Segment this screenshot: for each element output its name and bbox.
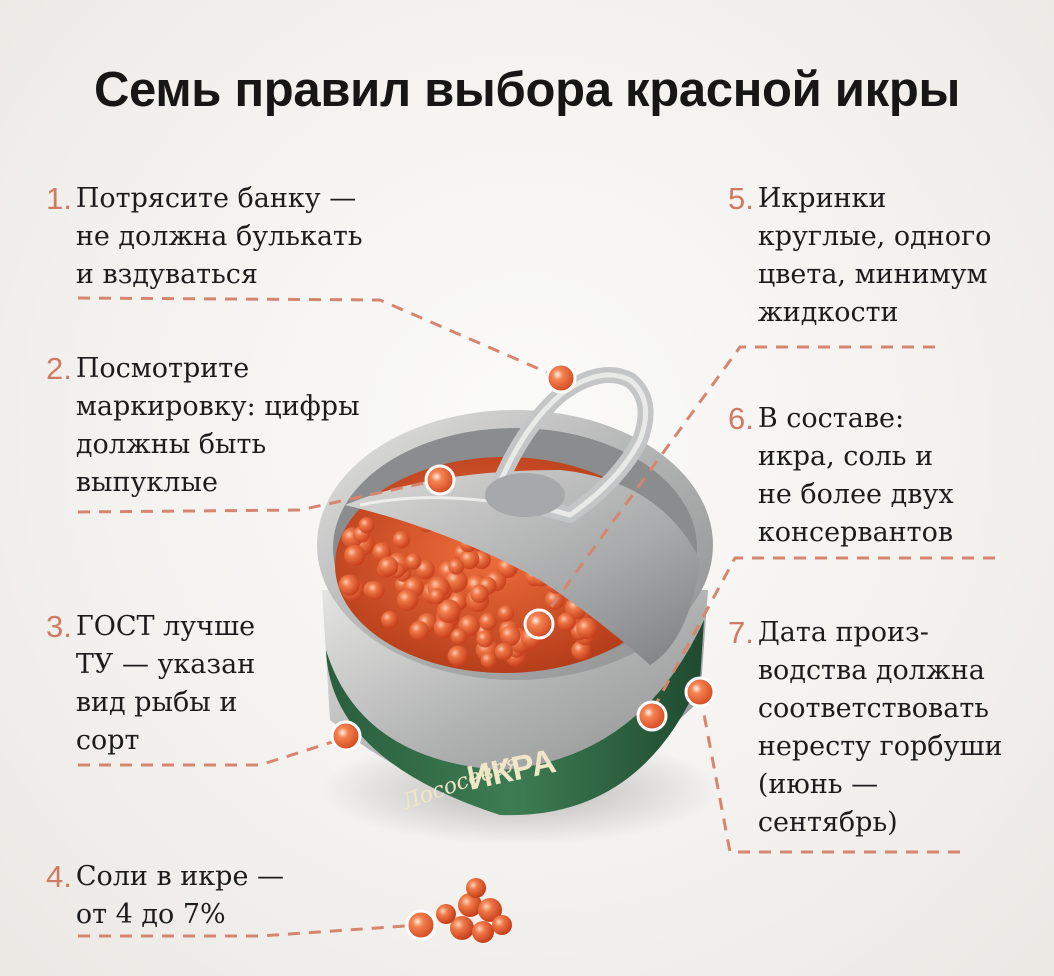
caviar-egg: [436, 599, 461, 624]
caviar-egg: [447, 645, 469, 667]
rule-text: Посмотрите маркировку: цифры должны быть…: [75, 353, 360, 498]
rule-2: 2. Посмотрите маркировку: цифры должны б…: [46, 350, 360, 502]
caviar-egg: [338, 574, 360, 596]
caviar-egg: [358, 517, 375, 534]
rule-number: 2.: [46, 351, 72, 386]
caviar-egg: [380, 610, 399, 629]
rule-text: Икринки круглые, одного цвета, минимум ж…: [757, 183, 992, 328]
caviar-egg: [409, 620, 429, 641]
connector-7: [698, 692, 960, 854]
rule-7: 7. Дата произ- водства должна соответств…: [728, 614, 1003, 842]
rule-number: 6.: [728, 401, 754, 436]
page-title: Семь правил выбора красной икры: [93, 63, 961, 117]
connector-6: [648, 556, 995, 716]
caviar-egg: [476, 630, 494, 648]
marker-dots: [330, 362, 716, 941]
rule-text: ГОСТ лучше ТУ — указан вид рыбы и сорт: [75, 611, 256, 756]
rule-6: 6. В составе: икра, соль и не более двух…: [728, 400, 954, 552]
marker-dot-2: [424, 464, 456, 496]
caviar-egg: [428, 588, 445, 605]
caviar-egg: [571, 640, 591, 661]
marker-dot-3: [330, 720, 362, 752]
caviar-egg: [366, 581, 385, 600]
connector-1: [77, 296, 561, 380]
rule-text: Соли в икре — от 4 до 7%: [75, 861, 285, 930]
caviar-egg: [392, 531, 410, 549]
connector-3: [78, 736, 346, 767]
rule-text: Потрясите банку — не должна булькать и в…: [75, 183, 363, 290]
caviar-egg: [448, 558, 465, 575]
caviar-egg: [576, 617, 598, 640]
rule-number: 3.: [46, 609, 72, 644]
rule-text: Дата произ- водства должна соответствова…: [757, 617, 1003, 838]
caviar-egg: [459, 549, 480, 570]
rule-number: 4.: [46, 859, 72, 894]
marker-dot-4: [405, 909, 437, 941]
caviar-egg: [470, 584, 489, 604]
caviar-egg: [557, 612, 576, 631]
caviar-egg: [378, 556, 399, 577]
marker-dot-6: [636, 700, 668, 732]
rule-number: 1.: [46, 181, 72, 216]
rule-text: В составе: икра, соль и не более двух ко…: [757, 403, 954, 548]
rule-3: 3. ГОСТ лучше ТУ — указан вид рыбы и сор…: [46, 608, 255, 760]
rule-1: 1. Потрясите банку — не должна булькать …: [46, 180, 363, 294]
loose-eggs: [436, 878, 512, 943]
marker-dot-1: [545, 362, 577, 394]
can-lid: [345, 470, 700, 665]
caviar-egg: [497, 605, 515, 622]
marker-dot-5: [523, 608, 555, 640]
caviar-egg: [344, 544, 366, 567]
marker-dot-7: [684, 676, 716, 708]
caviar-egg: [480, 652, 497, 669]
caviar-egg: [450, 628, 468, 645]
rule-number: 5.: [728, 181, 754, 216]
rule-4: 4. Соли в икре — от 4 до 7%: [46, 858, 284, 934]
connector-2: [77, 478, 439, 514]
caviar-egg: [494, 642, 513, 661]
caviar-egg: [500, 625, 521, 646]
caviar-egg: [405, 553, 422, 570]
rule-number: 7.: [728, 615, 754, 650]
connector-5: [538, 345, 935, 623]
connector-lines: [77, 296, 995, 938]
caviar-egg: [479, 612, 497, 631]
rule-5: 5. Икринки круглые, одного цвета, миниму…: [728, 180, 991, 332]
pull-ring: [485, 367, 654, 523]
caviar-egg: [396, 589, 419, 611]
